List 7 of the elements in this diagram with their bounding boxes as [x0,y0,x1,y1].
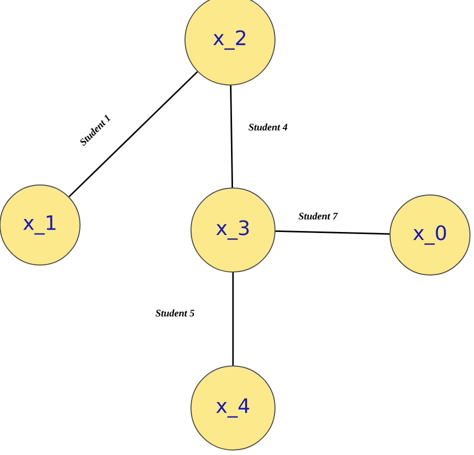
edge-label: Student 7 [297,211,339,221]
edge-label: Student 5 [154,308,196,318]
connector-line [275,230,390,235]
edge-label: Student 4 [247,122,289,132]
connector-line [68,71,198,198]
connector-line [230,85,234,188]
connector-line [232,272,234,366]
